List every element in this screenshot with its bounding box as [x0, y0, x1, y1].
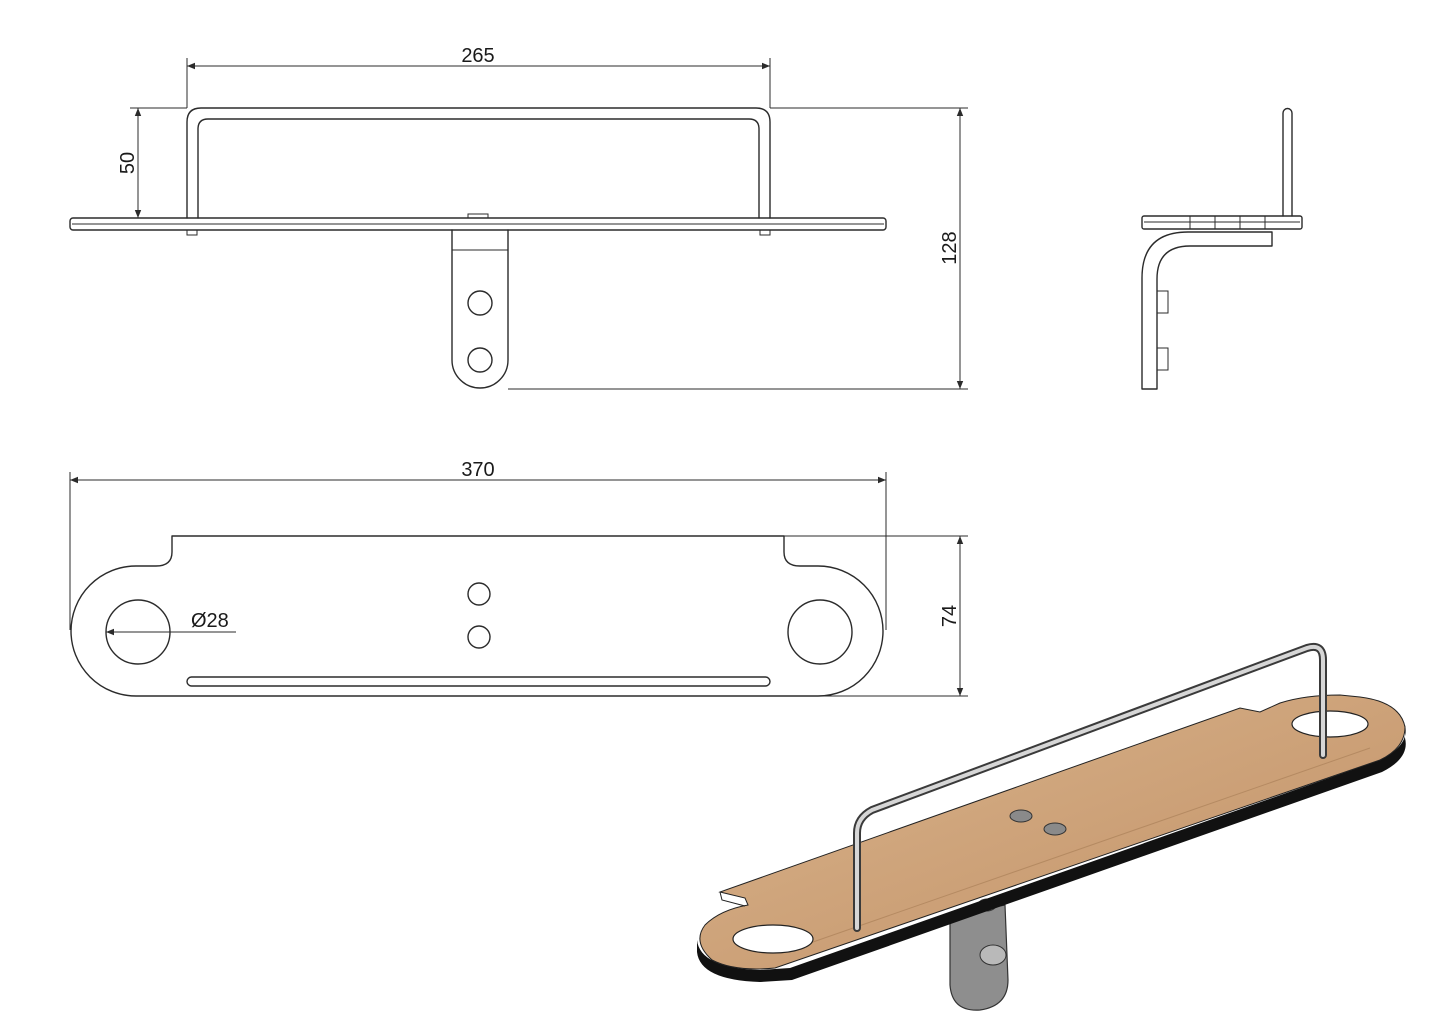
- dim-74: 74: [939, 605, 961, 627]
- iso-hole-left: [732, 924, 814, 954]
- dim-370: 370: [461, 459, 494, 481]
- dim-diameter-28: Ø28: [191, 610, 229, 632]
- top-view: 370 74 Ø28: [69, 459, 968, 697]
- isometric-view: [697, 642, 1406, 1011]
- dim-128: 128: [939, 231, 961, 264]
- side-view: [1141, 107, 1303, 390]
- front-view: 265 50 128: [69, 45, 968, 390]
- iso-bracket: [949, 904, 1009, 1011]
- iso-hole-right: [1291, 710, 1369, 738]
- dim-265: 265: [461, 45, 494, 67]
- dim-50: 50: [117, 152, 139, 174]
